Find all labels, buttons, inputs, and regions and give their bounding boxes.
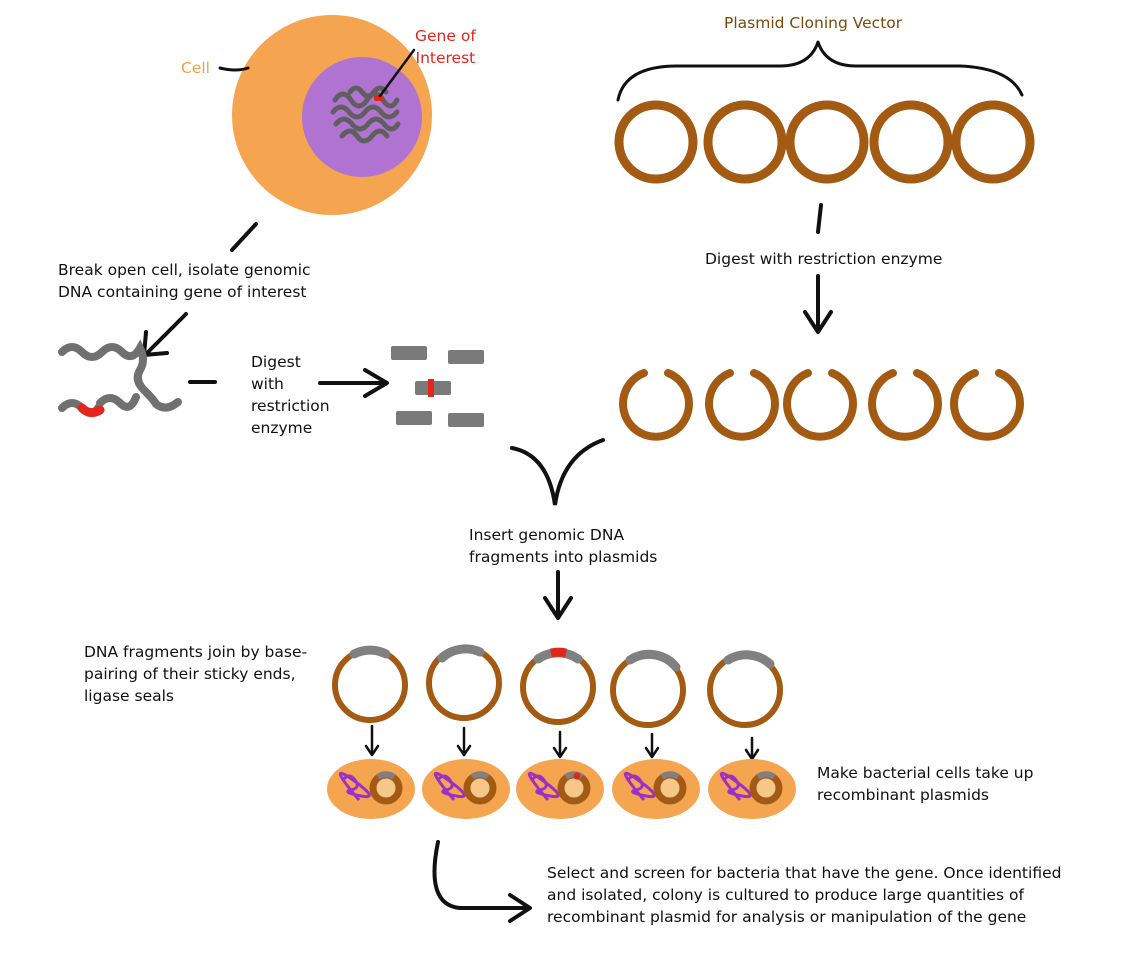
inserted-gene — [550, 647, 567, 658]
cut-plasmid-row — [619, 369, 1024, 441]
bacterial-dna — [338, 771, 371, 801]
select-label: Select and screen for bacteria that have… — [547, 864, 1062, 926]
break-open-stroke — [230, 222, 258, 252]
recombinant-plasmid-row — [332, 644, 783, 728]
genomic-fragments — [391, 346, 484, 427]
uptake-arrows — [364, 724, 760, 761]
uptake-arrow — [744, 736, 760, 761]
gene-marker — [374, 95, 383, 101]
cell — [232, 15, 432, 215]
recombinant-plasmid — [426, 644, 502, 721]
cut-plasmid — [783, 369, 857, 441]
genomic-digest-arrow — [318, 368, 389, 398]
recombinant-plasmid-with-gene — [520, 647, 596, 725]
gene-pointer-line — [378, 48, 416, 98]
bacterial-gene — [573, 772, 581, 780]
cell-label-line — [218, 66, 250, 72]
genomic-fragment — [396, 411, 432, 425]
genomic-fragment — [448, 350, 484, 364]
intact-plasmid — [785, 100, 869, 184]
bacterium-with-gene — [516, 759, 604, 819]
bacterial-dna — [623, 771, 656, 801]
recombinant-plasmid — [332, 645, 408, 723]
break-open-arrow — [142, 312, 188, 357]
intact-plasmid — [614, 100, 698, 184]
plasmid-digest-stroke — [816, 203, 823, 234]
uptake-arrow — [644, 732, 660, 759]
bacterial-dna — [719, 771, 752, 801]
bacterium — [708, 759, 796, 819]
nucleus-chromosome — [330, 85, 401, 144]
uptake-arrow — [456, 726, 472, 757]
cell-label: Cell — [181, 59, 210, 77]
genomic-gene — [77, 403, 105, 418]
plasmid-digest-arrow — [803, 274, 833, 334]
intact-plasmid — [951, 100, 1035, 184]
cut-plasmid — [705, 369, 779, 441]
genomic-fragment — [448, 413, 484, 427]
bacterium — [612, 759, 700, 819]
join-label: DNA fragments join by base- pairing of t… — [84, 643, 308, 705]
genomic-dna — [58, 339, 182, 418]
merge-curve — [510, 438, 605, 506]
cut-plasmid — [950, 369, 1024, 441]
uptake-arrow — [552, 730, 568, 759]
intact-plasmid-row — [614, 100, 1035, 184]
bacteria-row — [327, 759, 796, 819]
bacterium — [422, 759, 510, 819]
cut-plasmid — [619, 369, 693, 441]
bacterial-dna — [433, 771, 466, 801]
uptake-arrow — [364, 724, 380, 757]
gene-of-interest-label: Gene of Interest — [415, 27, 476, 67]
bacterium — [327, 759, 415, 819]
break-open-label: Break open cell, isolate genomic DNA con… — [58, 261, 311, 301]
insert-arrow — [543, 570, 573, 620]
recombinant-plasmid — [610, 649, 686, 728]
intact-plasmid — [703, 100, 787, 184]
plasmid-brace — [616, 40, 1024, 102]
take-up-label: Make bacterial cells take up recombinant… — [817, 764, 1034, 804]
select-arrow — [432, 840, 532, 923]
digest-plasmid-label: Digest with restriction enzyme — [705, 250, 943, 268]
bacterial-dna — [527, 771, 560, 801]
digest-genomic-label: Digest with restriction enzyme — [251, 353, 330, 437]
plasmid-vector-label: Plasmid Cloning Vector — [724, 14, 903, 32]
genomic-fragment — [391, 346, 427, 360]
cut-plasmid — [868, 369, 942, 441]
intact-plasmid — [869, 100, 953, 184]
fragment-gene — [428, 379, 434, 397]
insert-label: Insert genomic DNA fragments into plasmi… — [469, 526, 658, 566]
recombinant-plasmid — [707, 650, 783, 728]
